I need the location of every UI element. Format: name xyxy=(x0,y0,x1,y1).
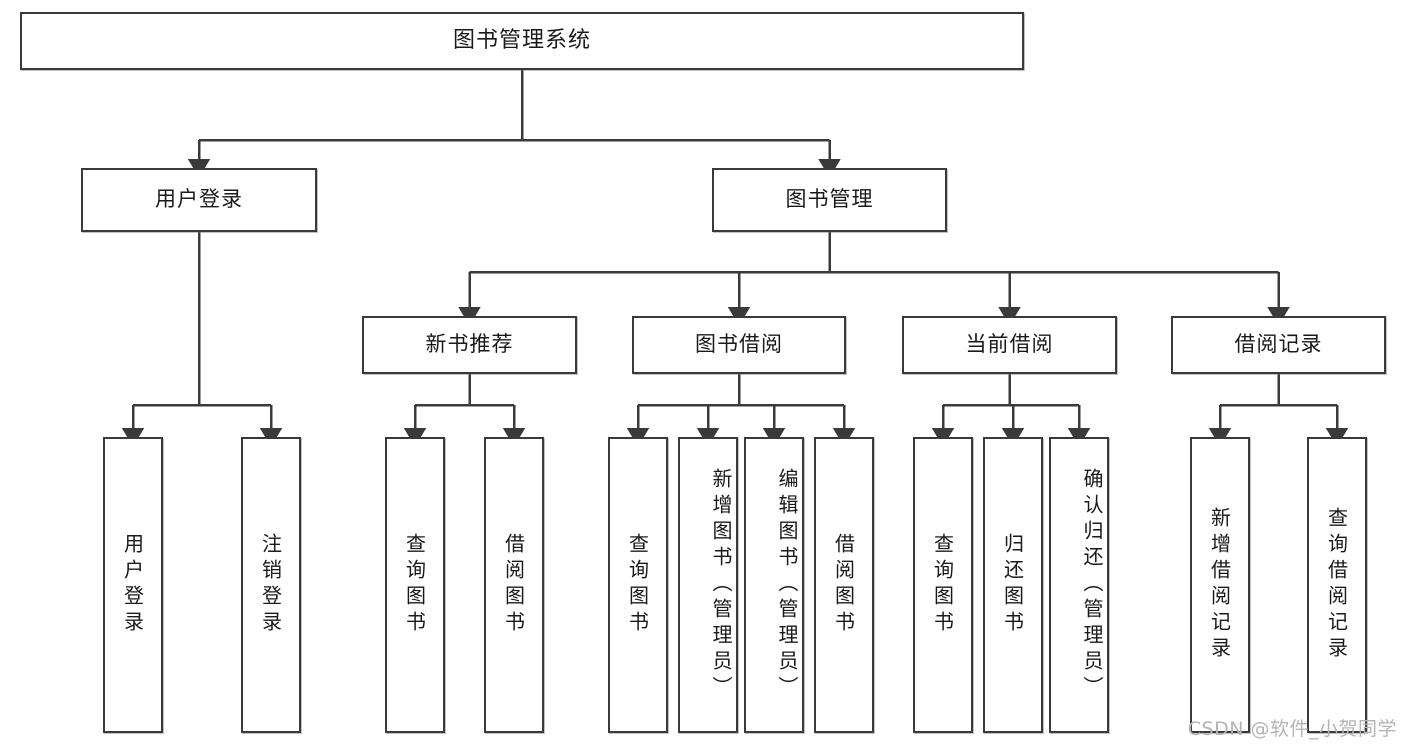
node-box[interactable]: 借阅图书 xyxy=(814,437,874,733)
node-label: 用户登录 xyxy=(155,187,243,212)
node-label: 借阅图书 xyxy=(831,533,856,637)
node-label: 新书推荐 xyxy=(425,332,514,357)
node-label: 查询图书 xyxy=(402,533,427,637)
node-label: 新增图书（管理员） xyxy=(709,468,733,702)
node-box[interactable]: 查询图书 xyxy=(385,437,445,733)
node-label: 借阅记录 xyxy=(1234,332,1323,357)
node-label: 编辑图书（管理员） xyxy=(775,468,799,702)
node-label: 图书管理 xyxy=(785,187,874,212)
node-box[interactable]: 新书推荐 xyxy=(362,316,577,374)
node-box[interactable]: 查询借阅记录 xyxy=(1307,437,1367,733)
node-label: 新增借阅记录 xyxy=(1207,507,1232,663)
node-box[interactable]: 编辑图书（管理员） xyxy=(744,437,804,733)
node-box[interactable]: 查询图书 xyxy=(913,437,973,733)
node-box[interactable]: 用户登录 xyxy=(81,168,317,232)
node-box[interactable]: 用户登录 xyxy=(103,437,163,733)
node-label: 借阅图书 xyxy=(501,533,526,637)
node-label: 图书管理系统 xyxy=(452,27,591,53)
node-label: 查询借阅记录 xyxy=(1324,507,1349,663)
node-box[interactable]: 归还图书 xyxy=(983,437,1043,733)
node-box[interactable]: 新增借阅记录 xyxy=(1190,437,1250,733)
node-box[interactable]: 当前借阅 xyxy=(902,316,1117,374)
node-box[interactable]: 新增图书（管理员） xyxy=(678,437,738,733)
node-box[interactable]: 借阅图书 xyxy=(484,437,544,733)
node-box[interactable]: 图书管理系统 xyxy=(20,12,1024,70)
node-label: 注销登录 xyxy=(258,533,283,637)
node-box[interactable]: 注销登录 xyxy=(241,437,301,733)
node-label: 用户登录 xyxy=(120,533,145,637)
watermark-label: CSDN @软件_小贺同学 xyxy=(1187,718,1397,740)
node-label: 确认归还（管理员） xyxy=(1080,468,1104,702)
node-label: 当前借阅 xyxy=(965,332,1054,357)
node-label: 图书借阅 xyxy=(695,332,783,357)
node-label: 归还图书 xyxy=(1000,533,1025,637)
node-box[interactable]: 查询图书 xyxy=(608,437,668,733)
node-label: 查询图书 xyxy=(625,533,650,637)
node-box[interactable]: 图书借阅 xyxy=(632,316,846,374)
node-box[interactable]: 借阅记录 xyxy=(1171,316,1386,374)
node-box[interactable]: 图书管理 xyxy=(712,168,947,232)
node-label: 查询图书 xyxy=(930,533,955,637)
node-box[interactable]: 确认归还（管理员） xyxy=(1049,437,1109,733)
edge-group xyxy=(121,70,1349,447)
